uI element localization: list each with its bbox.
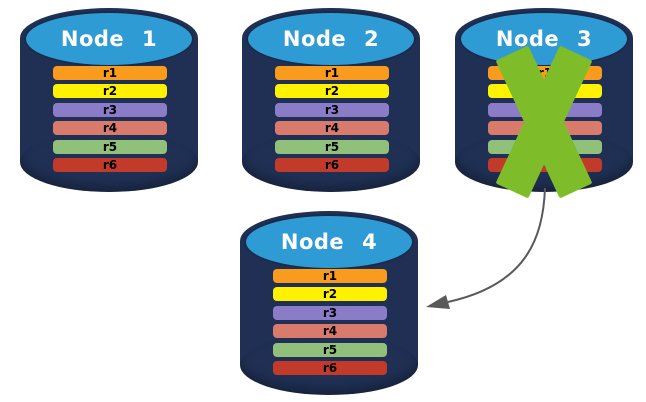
replica-row: r1 — [275, 66, 389, 80]
replica-row: r1 — [53, 66, 167, 80]
node-1: Node 1 r1 r2 r3 r4 r5 r6 — [20, 8, 198, 192]
replica-row: r2 — [53, 84, 167, 99]
replica-row: r3 — [53, 102, 167, 117]
cylinder-top: Node 1 — [24, 11, 194, 67]
replica-rows: r1 r2 r3 r4 r5 r6 — [275, 66, 389, 172]
node-label: Node 4 — [280, 230, 378, 254]
replica-row: r5 — [53, 139, 167, 154]
replica-row: r6 — [273, 360, 387, 375]
replica-row: r3 — [273, 305, 387, 320]
failure-x-icon — [493, 45, 595, 199]
replica-rows: r1 r2 r3 r4 r5 r6 — [53, 66, 167, 172]
replica-row: r2 — [273, 287, 387, 302]
replica-row: r2 — [275, 84, 389, 99]
replica-row: r6 — [275, 157, 389, 172]
node-label: Node 2 — [282, 27, 380, 51]
arrowhead-icon — [426, 295, 450, 309]
replica-row: r5 — [275, 139, 389, 154]
failover-arrow-line — [447, 187, 546, 303]
replica-row: r4 — [273, 324, 387, 339]
cylinder-top: Node 2 — [246, 11, 416, 67]
node-label: Node 1 — [60, 27, 158, 51]
cylinder-top: Node 4 — [244, 214, 414, 270]
replica-row: r4 — [275, 121, 389, 136]
replica-row: r5 — [273, 342, 387, 357]
replica-rows: r1 r2 r3 r4 r5 r6 — [273, 269, 387, 375]
replica-row: r6 — [53, 157, 167, 172]
cylinder-top: Node 3 — [459, 11, 629, 67]
node-label: Node 3 — [495, 27, 593, 51]
node-2: Node 2 r1 r2 r3 r4 r5 r6 — [242, 8, 420, 192]
replica-row: r3 — [275, 102, 389, 117]
replica-row: r4 — [53, 121, 167, 136]
node-4: Node 4 r1 r2 r3 r4 r5 r6 — [240, 211, 418, 395]
node-3: Node 3 r1 r2 r3 r4 r5 r6 — [455, 8, 633, 199]
replica-row: r1 — [273, 269, 387, 283]
